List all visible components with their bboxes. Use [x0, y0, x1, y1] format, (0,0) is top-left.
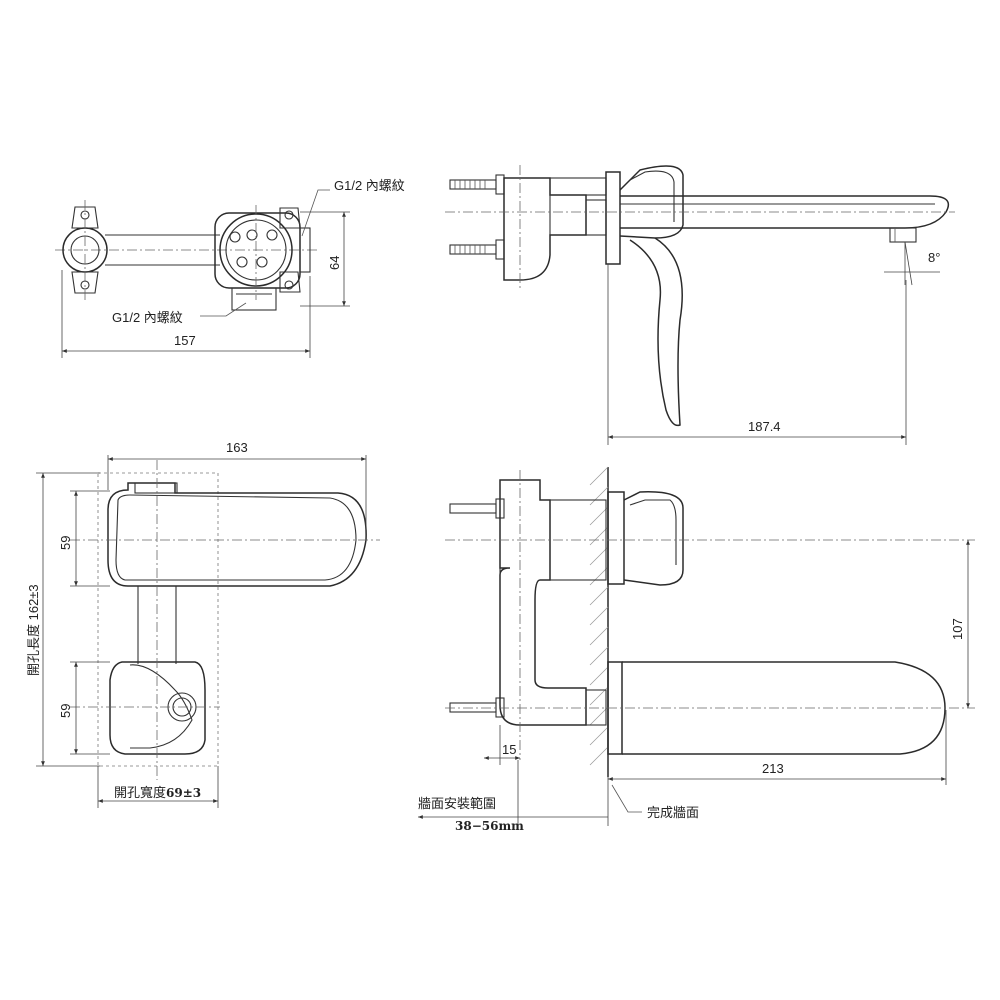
- hole-length-label: 開孔長度 162±3: [26, 584, 41, 676]
- faucet-front-view: 163 59 59 開孔長度 162±3 開孔寬度69±3: [26, 440, 380, 808]
- wall-range-value: 38−56mm: [455, 819, 524, 833]
- wall-hatch: [589, 466, 609, 777]
- dim-15-label: 15: [502, 742, 516, 757]
- dim-157-label: 157: [174, 333, 196, 348]
- anchor-screw-bottom: [449, 239, 505, 260]
- angle-8-label: 8°: [928, 250, 940, 265]
- dim-107-label: 107: [950, 618, 965, 640]
- installation-section-view: 107 15 213 牆面安裝範圍 38−56mm 完成牆面: [418, 466, 975, 833]
- thread-label-top: G1/2 內螺紋: [334, 178, 405, 193]
- valve-body-plan-view: G1/2 內螺紋 G1/2 內螺紋 64 157: [55, 178, 405, 358]
- hole-width-label: 開孔寬度69±3: [114, 785, 201, 800]
- dim-163-label: 163: [226, 440, 248, 455]
- dim-59-bottom-label: 59: [58, 704, 73, 718]
- finished-wall-label: 完成牆面: [647, 805, 699, 820]
- anchor-screw-top: [449, 174, 505, 195]
- wall-range-label: 牆面安裝範圍: [418, 796, 496, 811]
- faucet-side-view: 8° 187.4: [445, 165, 955, 445]
- dim-1874-label: 187.4: [748, 419, 781, 434]
- dim-59-top-label: 59: [58, 536, 73, 550]
- thread-label-bottom: G1/2 內螺紋: [112, 310, 183, 325]
- dim-64-label: 64: [327, 256, 342, 270]
- dim-213-label: 213: [762, 761, 784, 776]
